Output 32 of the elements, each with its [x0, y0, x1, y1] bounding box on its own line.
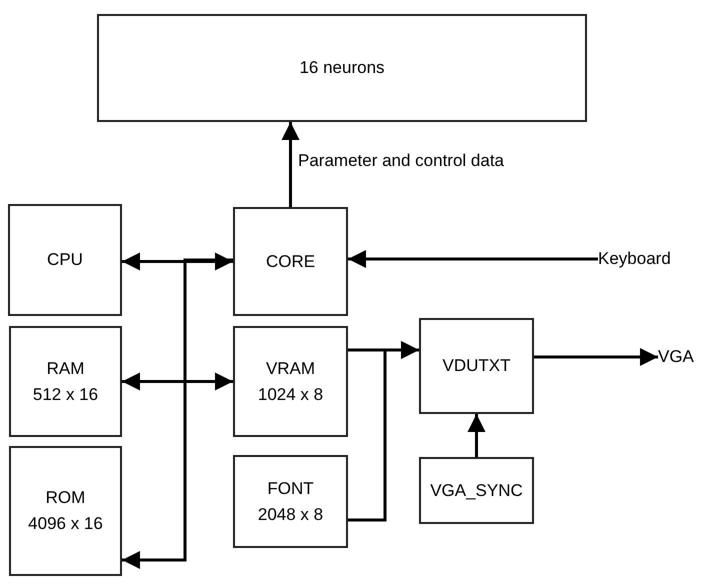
block-label: 1024 x 8: [258, 384, 324, 406]
block-box: [233, 207, 348, 316]
signal-label: Keyboard: [598, 248, 671, 270]
block-label: 2048 x 8: [258, 504, 324, 526]
block-label: 16 neurons: [299, 57, 385, 79]
block-label: RAM: [46, 358, 84, 380]
arrow: [282, 122, 300, 207]
arrow: [122, 372, 233, 390]
arrow: [348, 250, 598, 268]
arrow: [468, 414, 486, 457]
arrow: [122, 258, 233, 569]
block-box: [9, 326, 122, 437]
block-label: VGA_SYNC: [430, 480, 523, 502]
block-label: 4096 x 16: [28, 513, 103, 535]
block-box: [419, 318, 534, 414]
arrow: [348, 341, 419, 522]
block-label: 512 x 16: [32, 384, 98, 406]
block-box: [233, 326, 348, 437]
block-label: ROM: [46, 487, 86, 509]
arrow: [534, 348, 658, 366]
block-box: [233, 455, 348, 548]
block-label: FONT: [267, 478, 314, 500]
block-label: CPU: [47, 249, 83, 271]
block-box: [419, 457, 534, 524]
block-box: [9, 446, 122, 576]
block-label: CORE: [266, 250, 316, 272]
arrow: [122, 252, 233, 270]
signal-label: VGA: [658, 346, 694, 368]
block-box: [97, 14, 587, 122]
block-box: [8, 204, 122, 316]
block-label: VRAM: [266, 358, 316, 380]
block-label: VDUTXT: [442, 355, 510, 377]
